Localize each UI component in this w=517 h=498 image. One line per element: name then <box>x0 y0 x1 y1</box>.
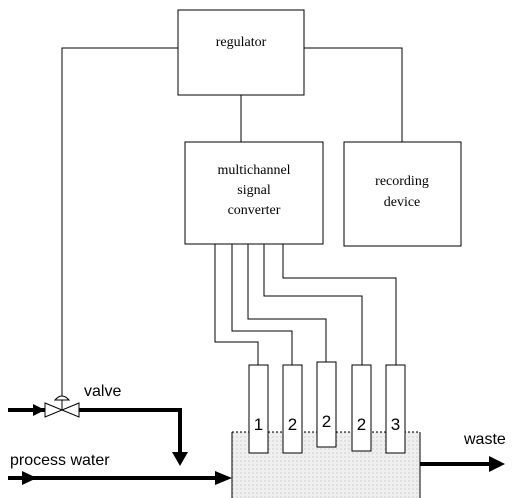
channel-wire-5 <box>282 244 397 365</box>
junction-arrow-icon <box>172 452 188 466</box>
sensor-4 <box>351 364 372 452</box>
valve-label: valve <box>84 383 121 400</box>
sensor-array: 1 2 2 2 3 <box>248 361 406 454</box>
channel-wire-3 <box>247 244 327 362</box>
sensor-2-label: 2 <box>288 415 297 434</box>
process-water-label: process water <box>10 452 110 469</box>
valve-pipe <box>8 404 188 466</box>
regulator-box: regulator <box>177 9 305 96</box>
sensor-3 <box>316 361 337 448</box>
sensor-2 <box>282 364 303 454</box>
regulator-to-recorder-wire <box>304 47 403 142</box>
recording-device-box: recording device <box>343 141 462 247</box>
valve-icon <box>44 394 80 418</box>
converter-label-line-3: converter <box>228 203 281 218</box>
recording-label-line-1: recording <box>375 174 429 189</box>
sensor-3-label: 2 <box>322 412 331 431</box>
sensor-4-label: 2 <box>357 415 366 434</box>
recording-label-line-2: device <box>384 195 421 210</box>
channel-wire-2 <box>231 244 293 365</box>
inlet-arrow-icon <box>215 471 232 485</box>
sensor-5 <box>385 364 406 454</box>
process-water-pipe <box>8 471 232 485</box>
regulator-label: regulator <box>216 35 267 50</box>
waste-outlet <box>420 456 505 472</box>
sensor-1-label: 1 <box>254 415 263 434</box>
channel-wire-1 <box>214 244 259 365</box>
sensor-1 <box>248 364 269 454</box>
process-water-arrow-icon <box>22 471 37 485</box>
converter-label-line-1: multichannel <box>217 163 290 178</box>
sensor-5-label: 3 <box>391 415 400 434</box>
waste-label: waste <box>463 431 506 448</box>
converter-label-line-2: signal <box>237 183 271 198</box>
channel-wire-4 <box>263 244 363 365</box>
regulator-to-valve-wire <box>61 47 178 394</box>
waste-arrow-icon <box>489 456 505 472</box>
signal-wires <box>61 47 403 394</box>
converter-box: multichannel signal converter <box>184 141 324 245</box>
